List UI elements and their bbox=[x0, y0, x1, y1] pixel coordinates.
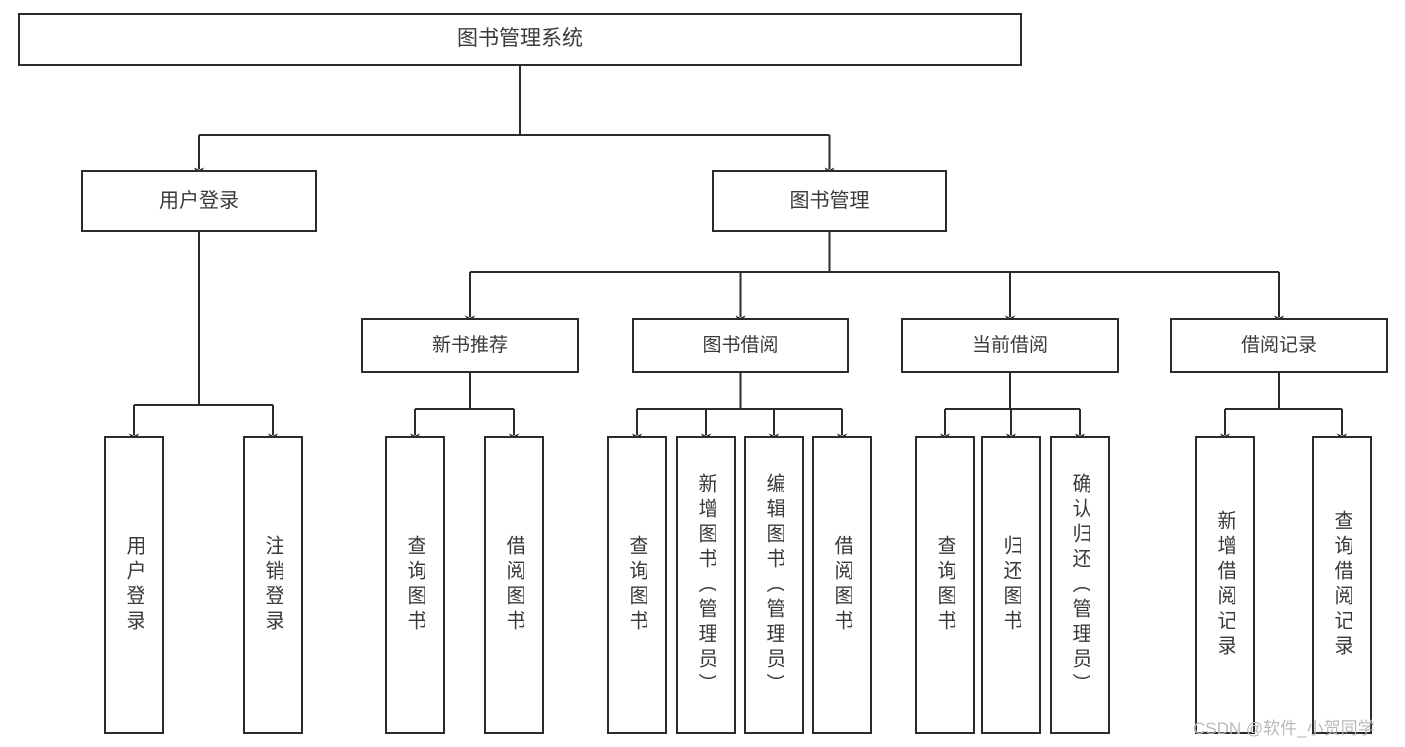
node-l-q2[interactable]: 查询图书 bbox=[607, 436, 667, 734]
node-l-edit[interactable]: 编辑图书（管理员） bbox=[744, 436, 804, 734]
edge-group bbox=[129, 66, 1347, 443]
node-l-q3[interactable]: 查询图书 bbox=[915, 436, 975, 734]
node-n-bookmgmt[interactable]: 图书管理 bbox=[712, 170, 947, 232]
node-label: 查询图书 bbox=[935, 535, 955, 635]
node-n-current[interactable]: 当前借阅 bbox=[901, 318, 1119, 373]
node-label: 借阅图书 bbox=[832, 535, 852, 635]
node-label: 图书管理 bbox=[789, 189, 870, 212]
node-l-return[interactable]: 归还图书 bbox=[981, 436, 1041, 734]
node-label: 借阅记录 bbox=[1240, 334, 1317, 356]
node-l-addrec[interactable]: 新增借阅记录 bbox=[1195, 436, 1255, 734]
node-n-records[interactable]: 借阅记录 bbox=[1170, 318, 1388, 373]
node-l-confirm[interactable]: 确认归还（管理员） bbox=[1050, 436, 1110, 734]
node-label: 当前借阅 bbox=[971, 334, 1048, 356]
node-root[interactable]: 图书管理系统 bbox=[18, 13, 1022, 66]
node-label: 新书推荐 bbox=[431, 334, 508, 356]
node-label: 查询借阅记录 bbox=[1332, 510, 1352, 660]
node-l-logout[interactable]: 注销登录 bbox=[243, 436, 303, 734]
node-label: 归还图书 bbox=[1001, 535, 1021, 635]
node-l-qrec[interactable]: 查询借阅记录 bbox=[1312, 436, 1372, 734]
node-n-borrow[interactable]: 图书借阅 bbox=[632, 318, 849, 373]
node-n-login[interactable]: 用户登录 bbox=[81, 170, 317, 232]
node-label: 图书管理系统 bbox=[457, 27, 583, 51]
node-label: 注销登录 bbox=[263, 535, 283, 635]
node-n-newrec[interactable]: 新书推荐 bbox=[361, 318, 579, 373]
node-label: 编辑图书（管理员） bbox=[764, 472, 784, 698]
node-l-add[interactable]: 新增图书（管理员） bbox=[676, 436, 736, 734]
node-l-b1[interactable]: 借阅图书 bbox=[484, 436, 544, 734]
node-label: 用户登录 bbox=[159, 189, 239, 212]
node-l-q1[interactable]: 查询图书 bbox=[385, 436, 445, 734]
node-l-userlogin[interactable]: 用户登录 bbox=[104, 436, 164, 734]
node-label: 用户登录 bbox=[124, 535, 144, 635]
node-label: 查询图书 bbox=[627, 535, 647, 635]
node-label: 确认归还（管理员） bbox=[1070, 472, 1090, 698]
node-label: 图书借阅 bbox=[702, 334, 779, 356]
node-label: 查询图书 bbox=[405, 535, 425, 635]
node-label: 借阅图书 bbox=[504, 535, 524, 635]
node-label: 新增图书（管理员） bbox=[696, 472, 716, 698]
node-label: 新增借阅记录 bbox=[1215, 510, 1235, 660]
node-l-b2[interactable]: 借阅图书 bbox=[812, 436, 872, 734]
